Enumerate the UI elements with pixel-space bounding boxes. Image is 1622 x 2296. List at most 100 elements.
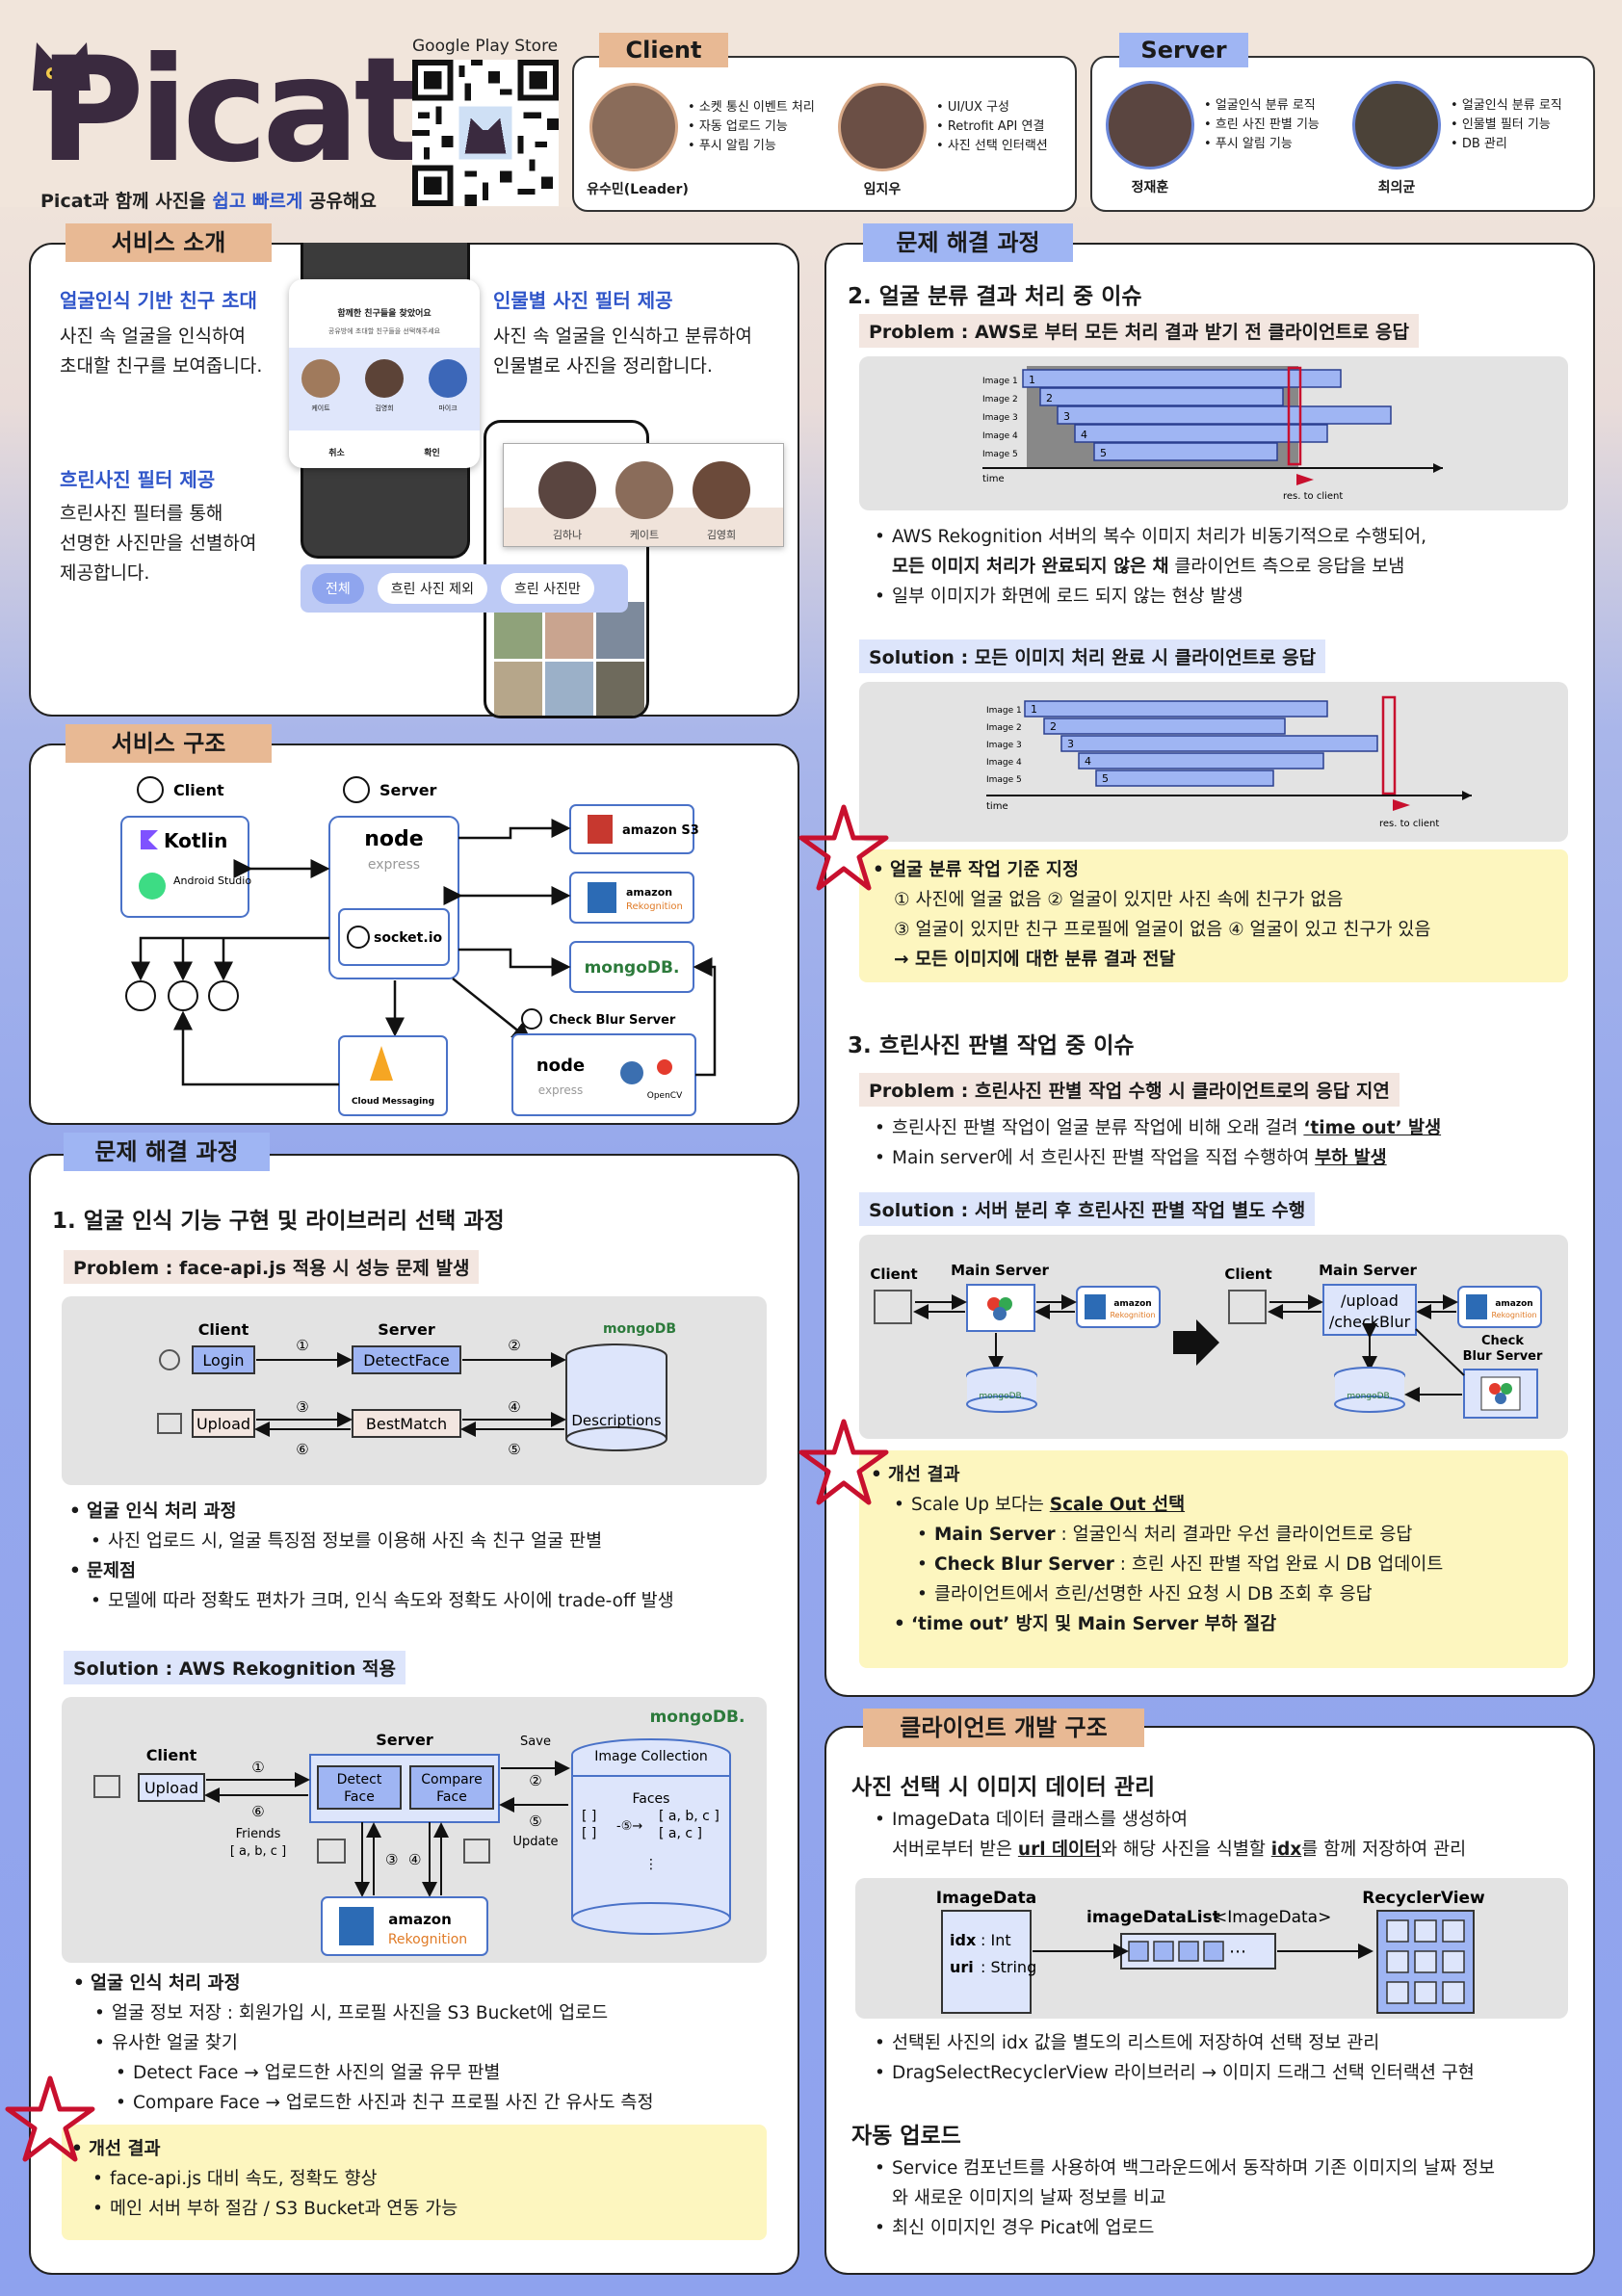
- problem-bar: Problem : 흐린사진 판별 작업 수행 시 클라이언트로의 응답 지연: [859, 1073, 1400, 1107]
- people-filter-card: 김하나 케이트 김영희: [503, 443, 784, 547]
- fcm-box: [338, 1035, 448, 1116]
- image-stack-icon: [874, 1290, 912, 1324]
- svg-text:2: 2: [1046, 392, 1053, 404]
- rekognition-notes: 얼굴 인식 처리 과정 얼굴 정보 저장 : 회원가입 시, 프로필 사진을 S…: [69, 1969, 782, 2118]
- svg-text:express: express: [538, 1083, 583, 1097]
- android-label: Android Studio: [173, 874, 251, 887]
- auto-upload-notes: Service 컴포넌트를 사용하여 백그라운드에서 동작하며 기존 이미지의 …: [871, 2153, 1583, 2243]
- svg-text:Client: Client: [870, 1265, 917, 1283]
- fcm-label: Cloud Messaging: [352, 1097, 434, 1107]
- svg-text:Blur Server: Blur Server: [1463, 1349, 1543, 1364]
- svg-text:amazon: amazon: [388, 1911, 452, 1928]
- svg-text:5: 5: [1100, 447, 1107, 459]
- server-split-diagram: Client Main Server amazon Rekognition mo…: [870, 1262, 1543, 1419]
- svg-text:Friends: Friends: [236, 1827, 281, 1841]
- friend-avatar[interactable]: [301, 359, 340, 398]
- star-icon: [798, 804, 889, 891]
- kotlin-icon: [141, 830, 158, 849]
- svg-text:res. to client: res. to client: [1379, 819, 1439, 829]
- chip-all[interactable]: 전체: [312, 573, 364, 604]
- chip-exclude-blur[interactable]: 흐린 사진 제외: [377, 573, 487, 604]
- imagedata-class-box: [941, 1910, 1032, 2014]
- svg-text:node: node: [536, 1056, 585, 1076]
- svg-text:Image 4: Image 4: [986, 758, 1022, 768]
- svg-text:imageDataList: imageDataList: [1086, 1908, 1220, 1927]
- python-icon: [620, 1061, 643, 1084]
- svg-text:RecyclerView: RecyclerView: [1362, 1889, 1485, 1908]
- client-device-icon: [168, 980, 198, 1011]
- person-name: 케이트: [629, 529, 660, 541]
- svg-text:②: ②: [508, 1337, 520, 1354]
- svg-text:idx: idx: [950, 1931, 977, 1949]
- feature-title: 흐린사진 필터 제공: [60, 468, 216, 491]
- person-avatar[interactable]: [538, 461, 596, 519]
- svg-text:④: ④: [508, 1398, 520, 1416]
- member-avatar: [589, 83, 678, 171]
- friend-avatar[interactable]: [365, 359, 404, 398]
- svg-text:⑥: ⑥: [251, 1803, 264, 1820]
- svg-text:3: 3: [1063, 410, 1070, 423]
- qr-label: Google Play Store: [412, 37, 559, 56]
- confirm-button[interactable]: 확인: [424, 449, 440, 458]
- friend-avatar[interactable]: [429, 359, 467, 398]
- right-problem-tag: 문제 해결 과정: [863, 223, 1073, 262]
- main-server-box: [1322, 1284, 1417, 1336]
- app-logo: Picat: [39, 27, 423, 195]
- invite-dialog: 함께한 친구들을 찾았어요 공유방에 초대할 친구들을 선택해주세요 케이트 김…: [289, 279, 480, 468]
- client-arch-tag: 클라이언트 개발 구조: [863, 1709, 1144, 1747]
- star-icon: [798, 1419, 889, 1505]
- svg-text:③: ③: [296, 1398, 308, 1416]
- svg-text:-⑤→: -⑤→: [616, 1819, 642, 1834]
- response-marker: [1381, 695, 1397, 796]
- client-icon: [137, 776, 164, 803]
- server-label: Server: [379, 781, 437, 799]
- detect-face-node: [317, 1765, 402, 1810]
- svg-text:Image 5: Image 5: [982, 450, 1018, 459]
- architecture-diagram: Client Server Kotlin Android Studio node…: [120, 776, 717, 1116]
- member-avatar: [1352, 81, 1441, 170]
- face-api-diagram: Client Server Login DetectFace ① ② Uploa…: [157, 1320, 676, 1458]
- issue3-notes: 흐린사진 판별 작업이 얼굴 분류 작업에 비해 오래 걸려 ‘time out…: [871, 1113, 1574, 1173]
- svg-text:mongoDB.: mongoDB.: [1347, 1392, 1392, 1401]
- svg-text:/checkBlur: /checkBlur: [1329, 1313, 1411, 1331]
- qr-code-icon[interactable]: [412, 60, 559, 206]
- svg-text:⋯: ⋯: [1229, 1942, 1246, 1962]
- person-avatar[interactable]: [615, 461, 673, 519]
- upload-node: [138, 1773, 205, 1802]
- svg-text:time: time: [986, 801, 1008, 812]
- face-api-notes: 얼굴 인식 처리 과정 사진 업로드 시, 얼굴 특징점 정보를 이용해 사진 …: [65, 1497, 778, 1616]
- rekognition-icon: [588, 882, 616, 913]
- svg-text:amazon: amazon: [1495, 1299, 1532, 1309]
- cat-logo-icon: [33, 42, 91, 91]
- svg-text:①: ①: [296, 1337, 308, 1354]
- svg-text:mongoDB.: mongoDB.: [650, 1708, 746, 1727]
- s3-icon: [588, 815, 613, 844]
- svg-text:Image 3: Image 3: [982, 413, 1018, 423]
- member-roles: 얼굴인식 분류 로직인물별 필터 기능DB 관리: [1451, 96, 1562, 154]
- rekognition-diagram: Client Upload Server Detect Face Compare…: [93, 1708, 746, 1956]
- problem-bar: Problem : AWS로 부터 모든 처리 결과 받기 전 클라이언트로 응…: [859, 314, 1419, 348]
- svg-text:[ ]: [ ]: [582, 1809, 596, 1824]
- structure-tag: 서비스 구조: [65, 724, 272, 763]
- svg-text:Face: Face: [436, 1789, 467, 1805]
- svg-text:Server: Server: [378, 1320, 435, 1339]
- image-data-diagram: ImageData idx : Int uri : String imageDa…: [936, 1889, 1485, 2014]
- login-node: [192, 1345, 255, 1374]
- descriptions-db: [566, 1356, 667, 1439]
- chip-blur-only[interactable]: 흐린 사진만: [500, 573, 594, 604]
- section-title: 자동 업로드: [851, 2124, 961, 2149]
- person-avatar[interactable]: [693, 461, 750, 519]
- transition-arrow: [1173, 1319, 1219, 1366]
- left-result-box: 개선 결과 face-api.js 대비 속도, 정확도 향상메인 서버 부하 …: [62, 2125, 767, 2240]
- member-avatar: [1106, 81, 1194, 170]
- client-label: Client: [173, 781, 224, 799]
- user-icon: [159, 1349, 180, 1370]
- svg-text:Client: Client: [1224, 1265, 1271, 1283]
- svg-text:BestMatch: BestMatch: [366, 1415, 447, 1433]
- image-stack-icon: [1228, 1290, 1267, 1324]
- svg-text:Detect: Detect: [337, 1772, 382, 1787]
- cancel-button[interactable]: 취소: [328, 449, 345, 458]
- image-icon: [157, 1413, 182, 1434]
